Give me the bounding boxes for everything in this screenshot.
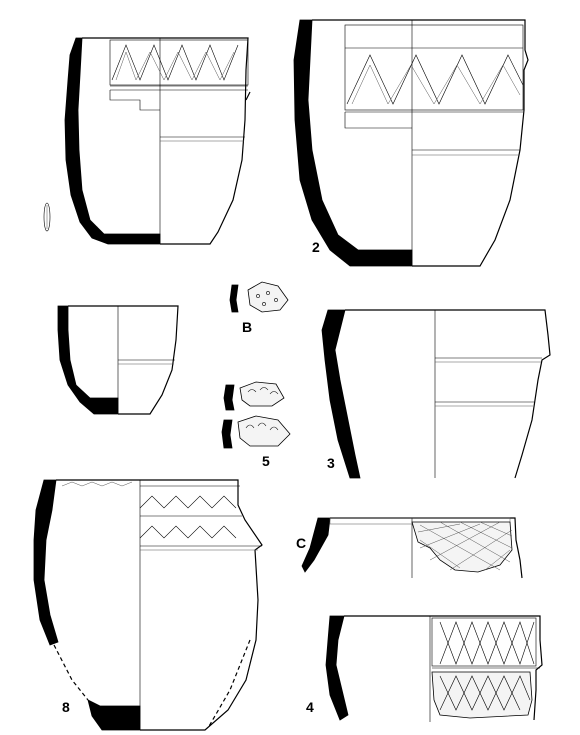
vessel-8: 8 [33,479,263,731]
vessel-small [57,305,179,415]
vessel-label-3: 3 [327,455,335,471]
vessel-label-4: 4 [306,699,314,715]
vessel-2: 2 [293,19,529,267]
fragment-c: C [296,517,523,579]
vessel-label-2: 2 [312,239,320,255]
vessel-3: 3 [321,309,551,479]
vessel-4: 4 [306,615,543,722]
vessel-label-8: 8 [62,699,70,715]
fragment-label-5: 5 [262,453,270,469]
fragment-label-c: C [296,535,306,551]
fragment-5: 5 [221,381,291,469]
scale-bar [43,202,51,232]
vessel-label-1: 1 [92,223,100,239]
fragment-label-b: B [242,319,252,335]
fragment-b: B [229,281,289,335]
vessel-1: 1 [64,37,251,245]
